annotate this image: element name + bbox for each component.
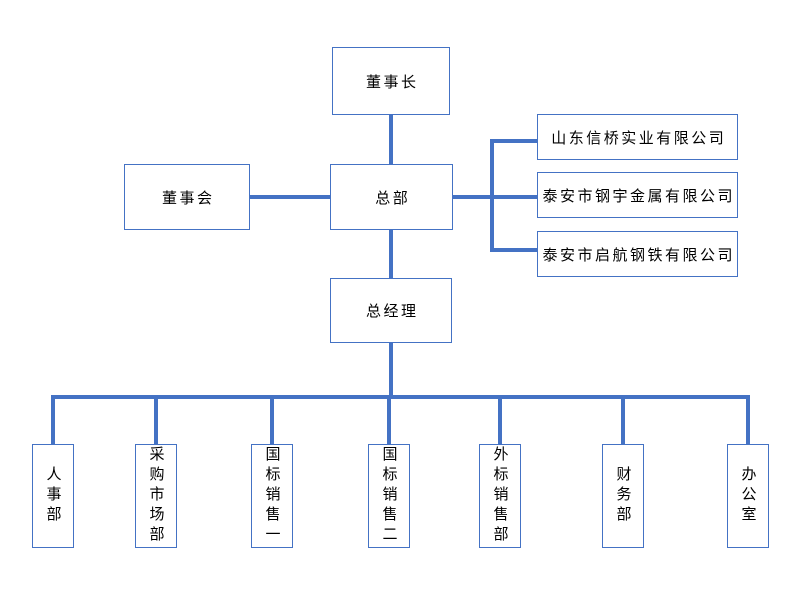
connector-drop-2 (154, 395, 158, 444)
node-subsidiary-1[interactable]: 山东信桥实业有限公司 (537, 114, 738, 160)
node-subsidiary-1-label: 山东信桥实业有限公司 (551, 129, 727, 147)
node-board-label: 董事会 (161, 189, 215, 207)
connector-drop-1 (51, 395, 55, 444)
node-dept-national-sales-1[interactable]: 国标销售一 (251, 444, 293, 548)
node-dept-office[interactable]: 办公室 (727, 444, 769, 548)
connector-hq-gm (389, 230, 393, 278)
node-dept-procurement-market[interactable]: 采购市场部 (135, 444, 177, 548)
node-subsidiary-3[interactable]: 泰安市启航钢铁有限公司 (537, 231, 738, 277)
node-headquarters-label: 总部 (375, 189, 411, 207)
node-dept-external-sales[interactable]: 外标销售部 (479, 444, 521, 548)
node-headquarters[interactable]: 总部 (330, 164, 453, 230)
node-chairman-label: 董事长 (365, 73, 419, 91)
node-dept-national-sales-1-label: 国标销售一 (263, 446, 281, 546)
connector-hq-subsidiary-2 (453, 195, 537, 199)
connector-drop-7 (746, 395, 750, 444)
node-subsidiary-2[interactable]: 泰安市钢宇金属有限公司 (537, 172, 738, 218)
node-subsidiary-2-label: 泰安市钢宇金属有限公司 (542, 187, 735, 205)
node-dept-hr[interactable]: 人事部 (32, 444, 74, 548)
node-dept-hr-label: 人事部 (44, 466, 62, 526)
node-dept-external-sales-label: 外标销售部 (491, 446, 509, 546)
node-subsidiary-3-label: 泰安市启航钢铁有限公司 (542, 246, 735, 264)
connector-distribution-bar (51, 395, 750, 399)
node-dept-finance-label: 财务部 (614, 466, 632, 526)
node-dept-finance[interactable]: 财务部 (602, 444, 644, 548)
node-general-manager[interactable]: 总经理 (330, 278, 452, 343)
node-board[interactable]: 董事会 (124, 164, 250, 230)
node-dept-national-sales-2[interactable]: 国标销售二 (368, 444, 410, 548)
connector-drop-4 (387, 395, 391, 444)
connector-drop-6 (621, 395, 625, 444)
connector-chairman-hq (389, 115, 393, 165)
connector-board-hq (250, 195, 330, 199)
connector-subsidiary-trunk (490, 139, 494, 252)
connector-subsidiary-branch-1 (490, 139, 537, 143)
node-dept-procurement-market-label: 采购市场部 (147, 446, 165, 546)
connector-drop-5 (498, 395, 502, 444)
connector-gm-distribution (389, 343, 393, 399)
node-chairman[interactable]: 董事长 (332, 47, 450, 115)
connector-subsidiary-branch-3 (490, 248, 537, 252)
node-general-manager-label: 总经理 (365, 303, 419, 320)
node-dept-national-sales-2-label: 国标销售二 (380, 446, 398, 546)
connector-drop-3 (270, 395, 274, 444)
node-dept-office-label: 办公室 (739, 466, 757, 526)
